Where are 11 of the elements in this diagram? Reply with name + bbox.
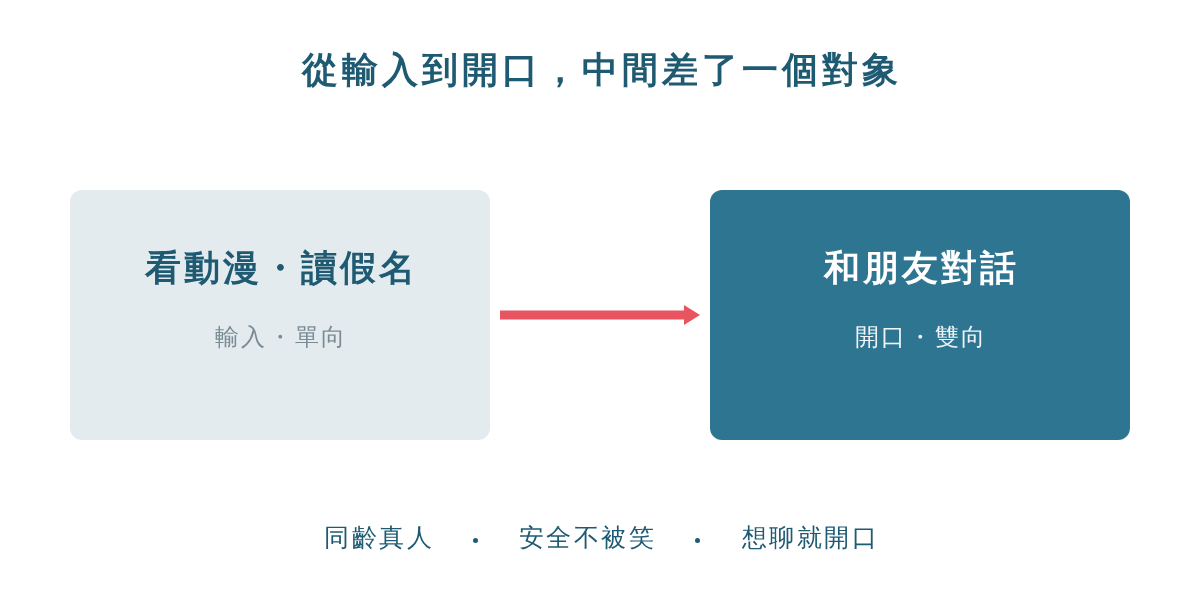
topic-card [710,190,1130,440]
diagram-title: 從輸入到開口，中間差了一個對象 [300,49,902,91]
card-subtitle: 開口・雙向 [853,324,988,352]
feature-label: 同齡真人 [323,523,435,553]
card-heading: 看動漫・讀假名 [144,247,418,289]
feature-label: 安全不被笑 [517,523,656,553]
feature-label: 想聊就開口 [740,523,879,553]
card-subtitle: 輸入・單向 [213,324,348,352]
card-heading: 和朋友對話 [822,247,1019,289]
topic-card [70,190,490,440]
arrow [500,305,700,325]
